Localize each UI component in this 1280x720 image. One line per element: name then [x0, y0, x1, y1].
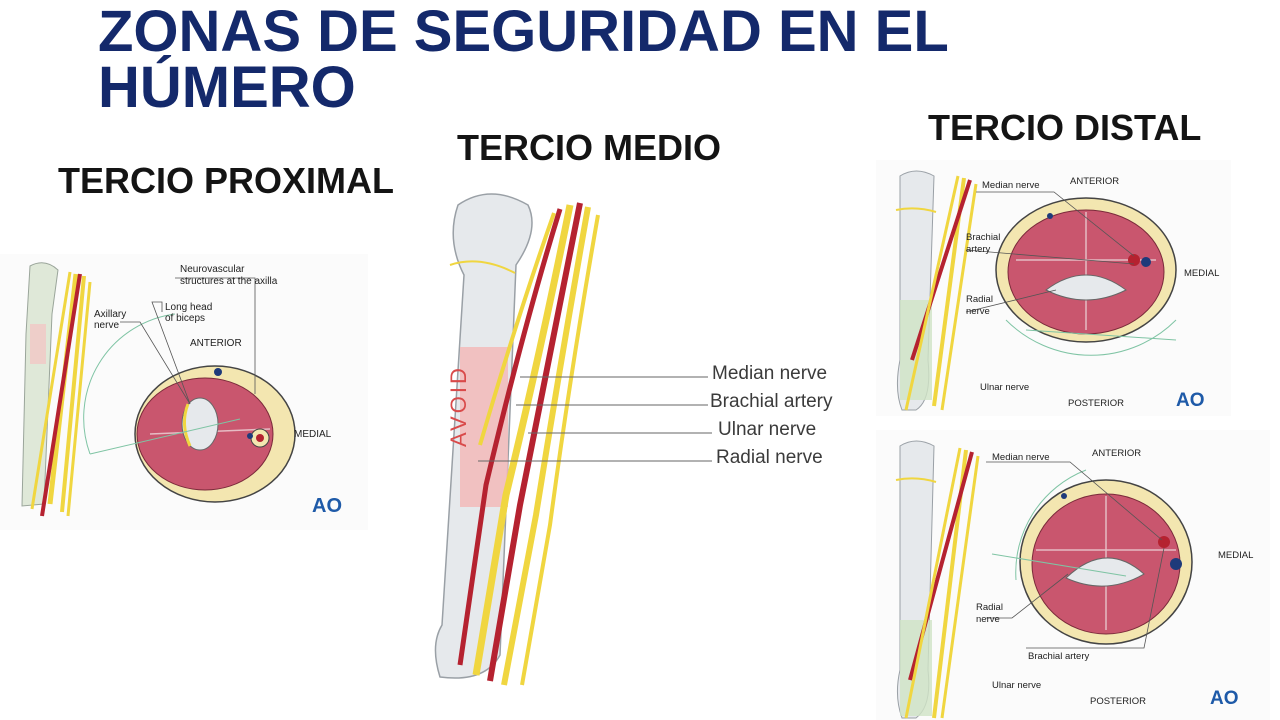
ao-logo: AO: [312, 495, 342, 517]
label-median-nerve: Median nerve: [992, 452, 1050, 463]
distal-bottom-illustration: Median nerve ANTERIOR MEDIAL Radial nerv…: [876, 430, 1270, 720]
label-ulnar-nerve: Ulnar nerve: [992, 680, 1041, 691]
label-tercio-medio: TERCIO MEDIO: [457, 127, 722, 168]
proximal-illustration: Neurovascular structures at the axilla L…: [0, 254, 368, 530]
avoid-label: AVOID: [446, 365, 471, 447]
label-medial: MEDIAL: [1218, 550, 1253, 561]
label-anterior: ANTERIOR: [1070, 176, 1119, 187]
label-posterior: POSTERIOR: [1068, 398, 1124, 409]
label-brachial-1: Brachial: [966, 232, 1000, 243]
distal-top-illustration: Median nerve ANTERIOR Brachial artery Ra…: [876, 160, 1231, 416]
label-anterior: ANTERIOR: [190, 338, 242, 349]
title-line-2: HÚMERO: [98, 55, 356, 120]
ao-logo: AO: [1176, 390, 1205, 411]
label-radial-1: Radial: [966, 294, 993, 305]
label-long-head-2: of biceps: [165, 313, 205, 324]
label-neurovascular-2: structures at the axilla: [180, 276, 278, 287]
label-radial-1: Radial: [976, 602, 1003, 613]
label-tercio-distal: TERCIO DISTAL: [928, 107, 1202, 148]
label-tercio-proximal: TERCIO PROXIMAL: [58, 160, 395, 201]
label-ulnar-nerve: Ulnar nerve: [718, 419, 816, 440]
label-brachial-artery: Brachial artery: [1028, 651, 1089, 662]
label-neurovascular-1: Neurovascular: [180, 264, 245, 275]
label-radial-2: nerve: [966, 306, 990, 317]
label-ulnar-nerve: Ulnar nerve: [980, 382, 1029, 393]
label-long-head-1: Long head: [165, 302, 212, 313]
label-median-nerve: Median nerve: [982, 180, 1040, 191]
label-medial: MEDIAL: [1184, 268, 1219, 279]
label-axillary-2: nerve: [94, 320, 119, 331]
label-brachial-artery: Brachial artery: [710, 391, 833, 412]
label-anterior: ANTERIOR: [1092, 448, 1141, 459]
label-radial-nerve: Radial nerve: [716, 447, 823, 468]
page-title: ZONAS DE SEGURIDAD EN EL HÚMERO: [98, 0, 949, 120]
label-medial: MEDIAL: [294, 429, 332, 440]
label-posterior: POSTERIOR: [1090, 696, 1146, 707]
title-line-1: ZONAS DE SEGURIDAD EN EL: [98, 0, 949, 64]
label-radial-2: nerve: [976, 614, 1000, 625]
label-median-nerve: Median nerve: [712, 363, 827, 384]
label-axillary-1: Axillary: [94, 309, 126, 320]
ao-logo: AO: [1210, 688, 1239, 709]
label-brachial-2: artery: [966, 244, 991, 255]
medio-illustration: AVOID Median nerve Brachial artery Ulnar…: [420, 185, 860, 705]
